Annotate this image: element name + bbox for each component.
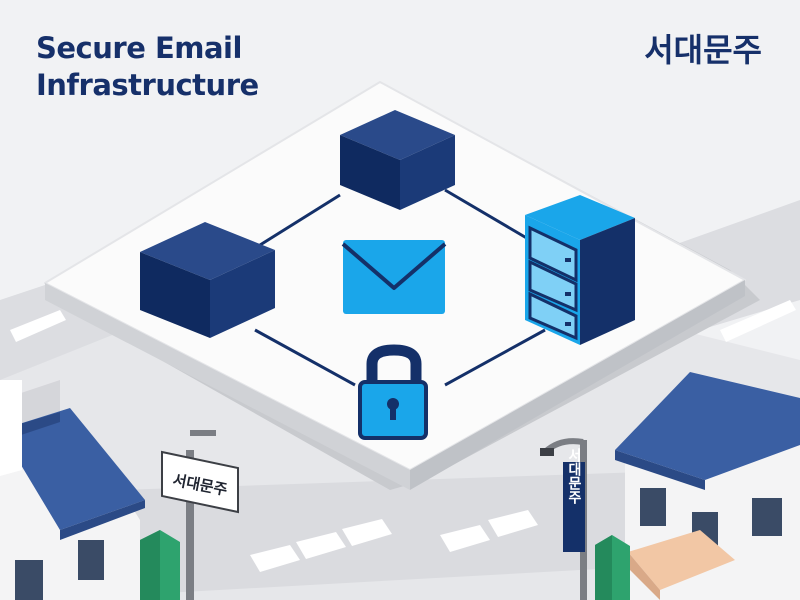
envelope-icon	[341, 240, 447, 314]
cube-icon	[340, 110, 455, 210]
cube-icon	[140, 222, 275, 338]
connection-top-right	[444, 188, 531, 242]
crosswalk-left	[250, 519, 392, 572]
connection-top-left	[259, 193, 341, 247]
connection-left-bottom	[254, 328, 356, 387]
street-sign-icon	[161, 430, 239, 600]
street-sign-icon	[563, 462, 585, 552]
house-icon	[615, 372, 800, 600]
street-sign-right-label: 서대문주	[566, 448, 582, 505]
connection-lines	[254, 188, 546, 387]
crosswalk-right	[440, 510, 538, 552]
tree	[140, 530, 180, 600]
padlock-icon	[358, 344, 428, 440]
title-line-2: Infrastructure	[36, 68, 259, 102]
title-line-1: Secure Email	[36, 31, 242, 65]
server-rack-icon	[525, 195, 635, 345]
house-icon	[0, 380, 145, 600]
tree	[595, 535, 630, 600]
brand-label: 서대문주	[644, 31, 762, 69]
connection-right-bottom	[444, 328, 546, 387]
page-title: Secure Email Infrastructure	[36, 30, 259, 104]
road-marking	[10, 300, 796, 342]
